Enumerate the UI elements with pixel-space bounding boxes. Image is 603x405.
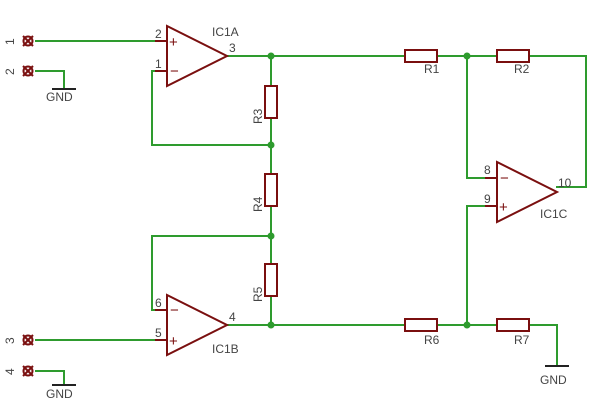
- junction-dot: [267, 52, 275, 60]
- pin-number: 6: [155, 296, 162, 310]
- wire-r7-gnd: [528, 324, 558, 366]
- ground-symbol: GND: [540, 365, 569, 387]
- gnd-label: GND: [46, 387, 73, 401]
- resistor-r4: R4: [251, 173, 278, 212]
- gnd-label: GND: [46, 90, 73, 104]
- pin-number: 8: [484, 163, 491, 177]
- resistor-r6: R6: [404, 318, 440, 347]
- connector-label: 1: [3, 38, 17, 45]
- wire-conn4-gnd: [35, 370, 65, 385]
- minus-sign: −: [500, 170, 509, 187]
- opamp-ic1a: + − 2 1 3 IC1A: [155, 24, 239, 88]
- plus-sign: +: [169, 333, 178, 350]
- ic-label: IC1B: [212, 342, 239, 356]
- resistor-label: R4: [251, 196, 265, 212]
- connector-2: 2: [3, 65, 34, 77]
- opamp-ic1c: − + 8 9 10 IC1C: [484, 160, 572, 224]
- resistor-r1: R1: [404, 49, 440, 76]
- resistor-r5: R5: [251, 263, 278, 302]
- pin-number: 5: [155, 326, 162, 340]
- pin-number: 4: [229, 310, 236, 324]
- connector-4: 4: [3, 365, 34, 377]
- resistor-label: R3: [251, 108, 265, 124]
- pin-number: 1: [155, 57, 162, 71]
- pin-number: 10: [558, 176, 572, 190]
- resistor-label: R6: [424, 333, 440, 347]
- wire-r2-ic1c-out: [528, 55, 587, 188]
- junction-dot: [267, 141, 275, 149]
- resistor-label: R1: [424, 62, 440, 76]
- opamp-ic1b: − + 6 5 4 IC1B: [155, 293, 239, 357]
- junctions: [267, 52, 471, 329]
- pin-number: 9: [484, 192, 491, 206]
- wire-node-ic1c-minus: [466, 55, 498, 179]
- ic-label: IC1C: [540, 207, 568, 221]
- junction-dot: [267, 232, 275, 240]
- connector-label: 3: [3, 337, 17, 344]
- pin-number: 2: [155, 27, 162, 41]
- wire-node-ic1c-plus: [466, 205, 498, 326]
- resistor-r3: R3: [251, 85, 278, 124]
- ground-symbol: GND: [46, 384, 76, 401]
- wire-conn2-gnd: [35, 70, 65, 89]
- pin-number: 3: [229, 41, 236, 55]
- connector-3: 3: [3, 334, 34, 346]
- junction-dot: [463, 321, 471, 329]
- minus-sign: −: [170, 63, 179, 80]
- gnd-label: GND: [540, 373, 567, 387]
- junction-dot: [267, 321, 275, 329]
- resistor-r7: R7: [496, 318, 530, 347]
- resistor-label: R7: [514, 333, 530, 347]
- plus-sign: +: [499, 199, 508, 216]
- resistor-r2: R2: [496, 49, 530, 76]
- connector-label: 2: [3, 68, 17, 75]
- minus-sign: −: [170, 302, 179, 319]
- resistor-label: R5: [251, 286, 265, 302]
- connector-label: 4: [3, 368, 17, 375]
- ic-label: IC1A: [212, 25, 239, 39]
- connector-1: 1: [3, 35, 34, 47]
- plus-sign: +: [169, 34, 178, 51]
- resistor-label: R2: [514, 62, 530, 76]
- ground-symbol: GND: [46, 88, 76, 104]
- junction-dot: [463, 52, 471, 60]
